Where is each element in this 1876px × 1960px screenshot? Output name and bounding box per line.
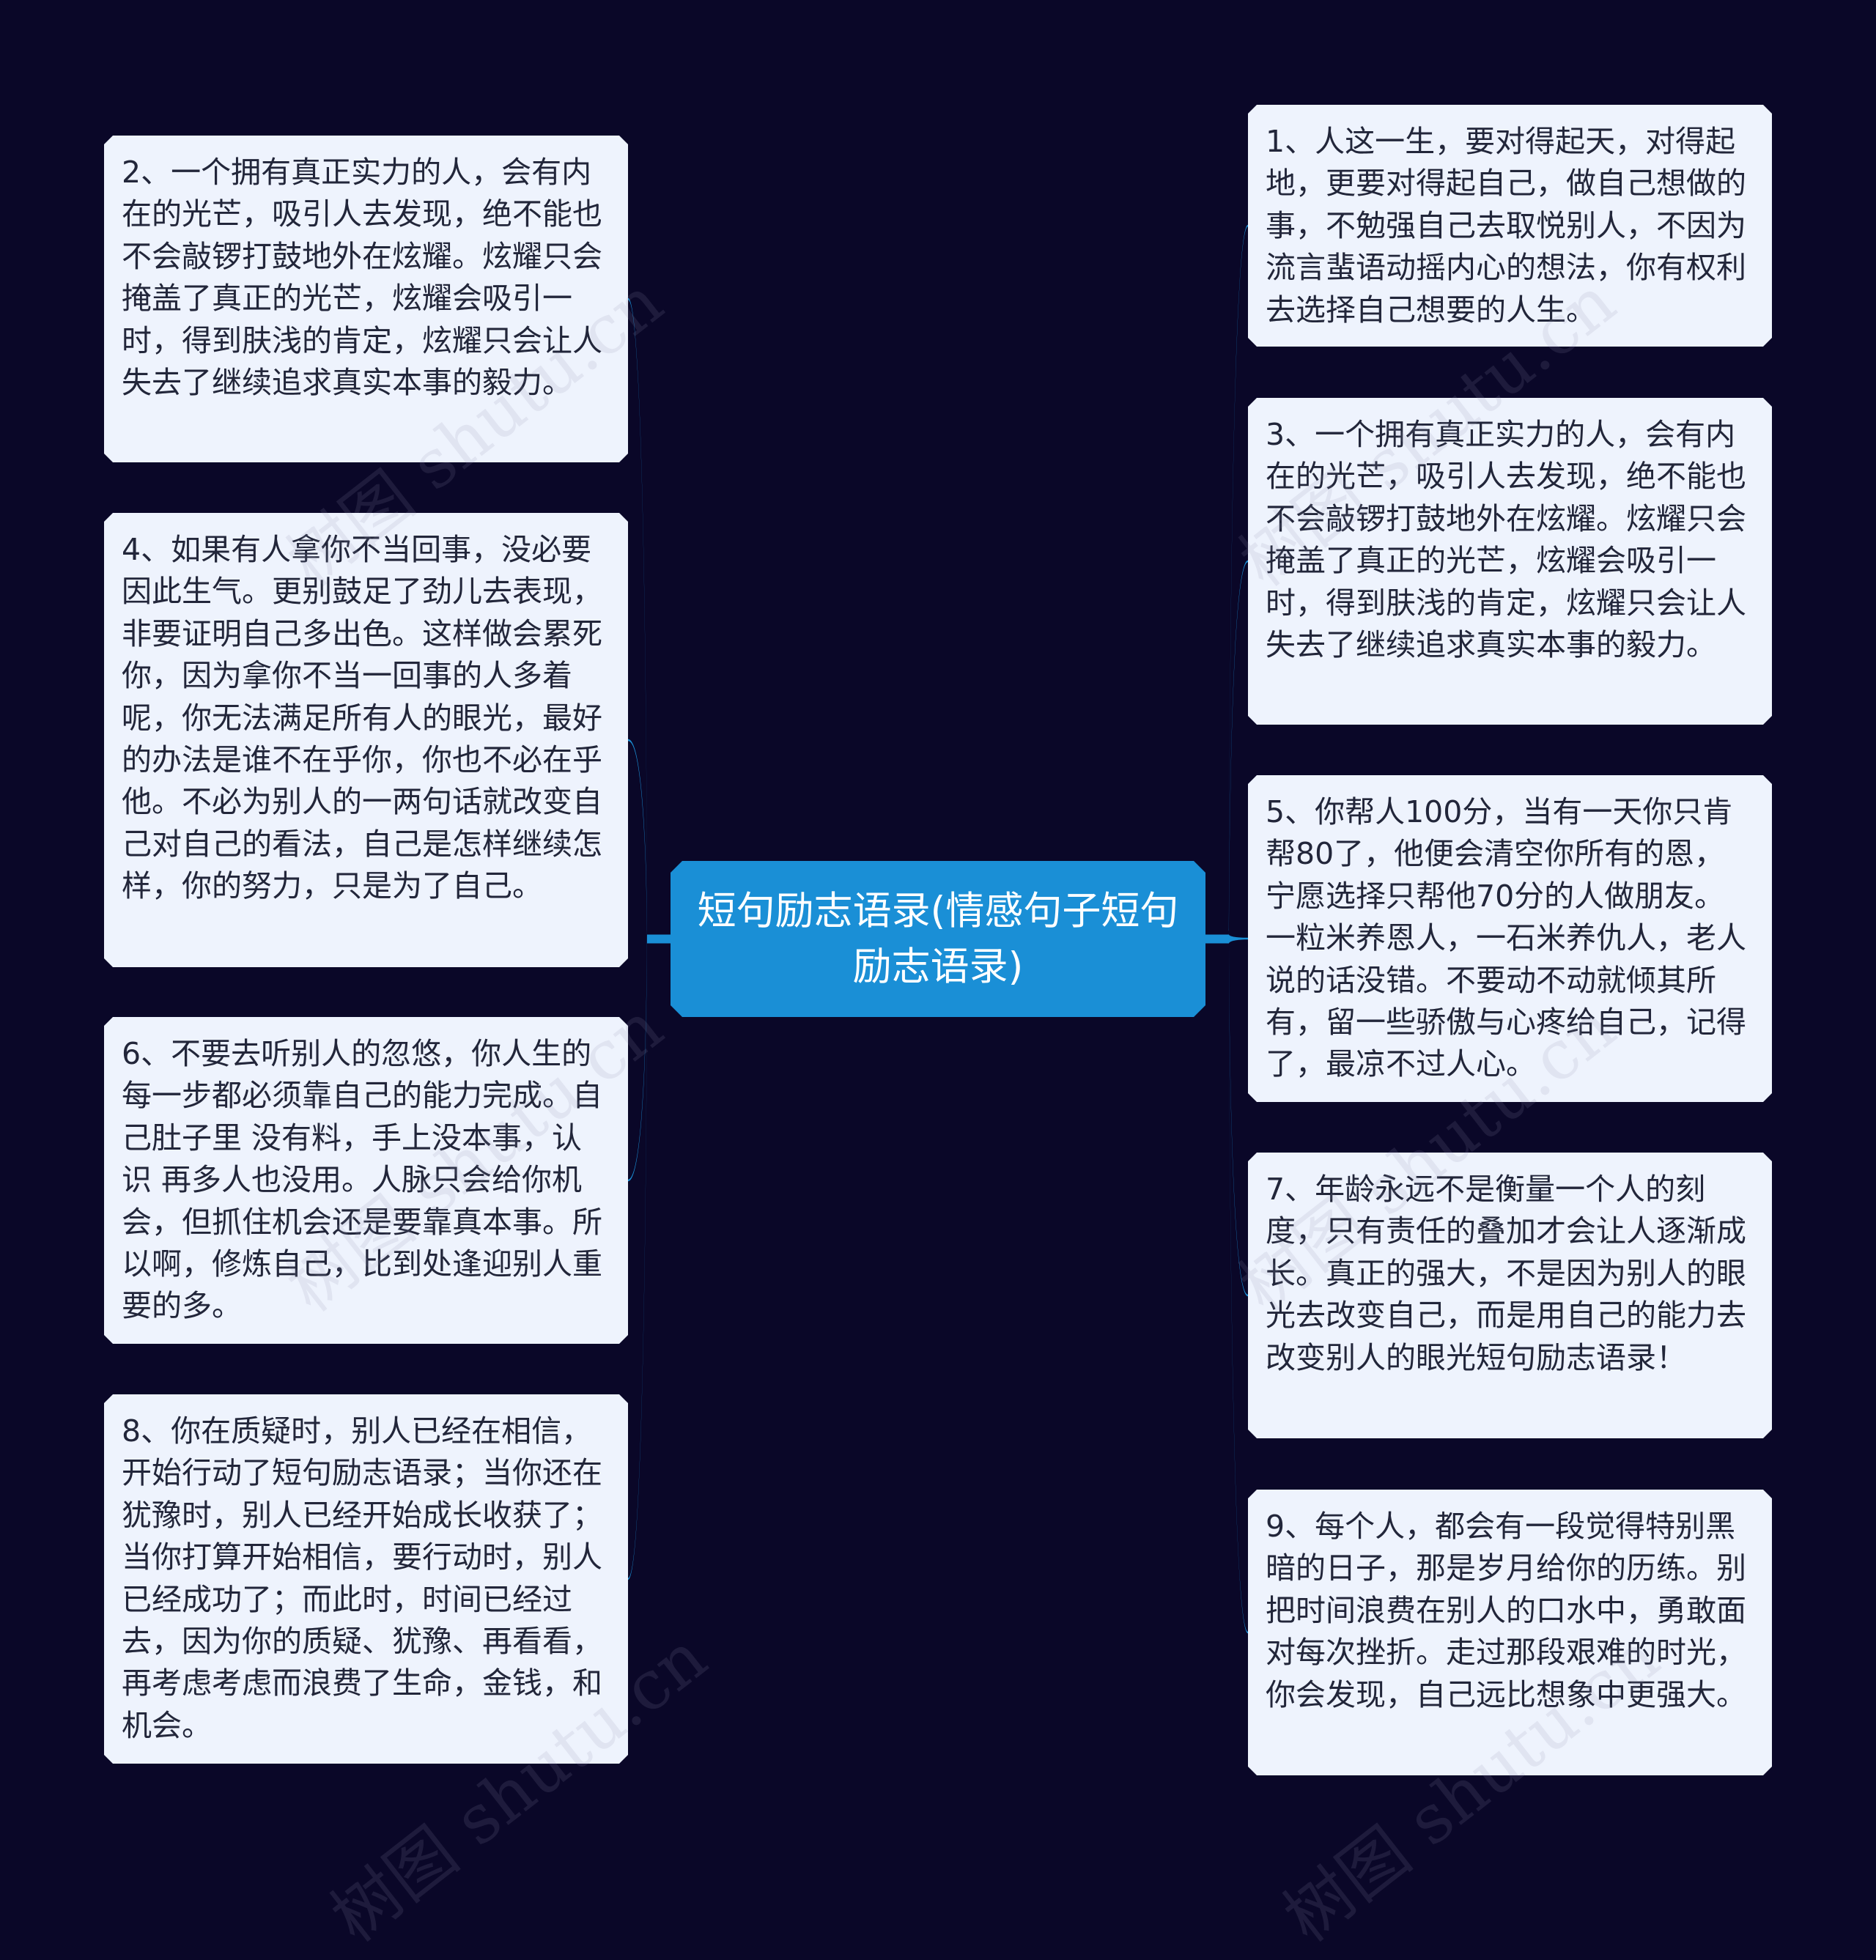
topic-node-8-text: 8、你在质疑时，别人已经在相信，开始行动了短句励志语录；当你还在犹豫时，别人已经… [122,1413,602,1743]
topic-node-7-text: 7、年龄永远不是衡量一个人的刻度，只有责任的叠加才会让人逐渐成长。真正的强大，不… [1266,1172,1746,1375]
left-connector-0 [628,297,671,944]
topic-node-1[interactable]: 1、人这一生，要对得起天，对得起地，更要对得起自己，做自己想做的事，不勉强自己去… [1248,105,1772,347]
topic-node-3[interactable]: 3、一个拥有真正实力的人，会有内在的光芒，吸引人去发现，绝不能也不会敲锣打鼓地外… [1248,398,1772,725]
left-connector-2 [628,934,671,1182]
topic-node-2[interactable]: 2、一个拥有真正实力的人，会有内在的光芒，吸引人去发现，绝不能也不会敲锣打鼓地外… [104,136,628,462]
right-connector-1 [1205,560,1248,944]
right-connector-3 [1205,934,1248,1297]
topic-node-6-text: 6、不要去听别人的忽悠，你人生的每一步都必须靠自己的能力完成。自己肚子里 没有料… [122,1036,602,1324]
topic-node-9-text: 9、每个人，都会有一段觉得特别黑暗的日子，那是岁月给你的历练。别把时间浪费在别人… [1266,1509,1746,1712]
left-connector-1 [628,739,671,944]
topic-node-5[interactable]: 5、你帮人100分，当有一天你只肯帮80了，他便会清空你所有的恩，宁愿选择只帮他… [1248,775,1772,1102]
topic-node-9[interactable]: 9、每个人，都会有一段觉得特别黑暗的日子，那是岁月给你的历练。别把时间浪费在别人… [1248,1490,1772,1775]
topic-node-2-text: 2、一个拥有真正实力的人，会有内在的光芒，吸引人去发现，绝不能也不会敲锣打鼓地外… [122,155,602,401]
topic-node-8[interactable]: 8、你在质疑时，别人已经在相信，开始行动了短句励志语录；当你还在犹豫时，别人已经… [104,1394,628,1764]
central-topic[interactable]: 短句励志语录(情感句子短句励志语录) [671,861,1205,1017]
topic-node-3-text: 3、一个拥有真正实力的人，会有内在的光芒，吸引人去发现，绝不能也不会敲锣打鼓地外… [1266,417,1746,663]
right-connector-4 [1205,934,1248,1634]
topic-node-4[interactable]: 4、如果有人拿你不当回事，没必要因此生气。更别鼓足了劲儿去表现，非要证明自己多出… [104,513,628,967]
right-connector-0 [1205,224,1248,944]
topic-node-4-text: 4、如果有人拿你不当回事，没必要因此生气。更别鼓足了劲儿去表现，非要证明自己多出… [122,532,602,904]
topic-node-6[interactable]: 6、不要去听别人的忽悠，你人生的每一步都必须靠自己的能力完成。自己肚子里 没有料… [104,1017,628,1344]
topic-node-1-text: 1、人这一生，要对得起天，对得起地，更要对得起自己，做自己想做的事，不勉强自己去… [1266,124,1746,328]
left-connector-3 [628,934,671,1580]
central-topic-title: 短句励志语录(情感句子短句励志语录) [697,888,1179,989]
topic-node-5-text: 5、你帮人100分，当有一天你只肯帮80了，他便会清空你所有的恩，宁愿选择只帮他… [1266,794,1746,1082]
connector-lines [628,224,1248,1634]
topic-node-7[interactable]: 7、年龄永远不是衡量一个人的刻度，只有责任的叠加才会让人逐渐成长。真正的强大，不… [1248,1153,1772,1438]
